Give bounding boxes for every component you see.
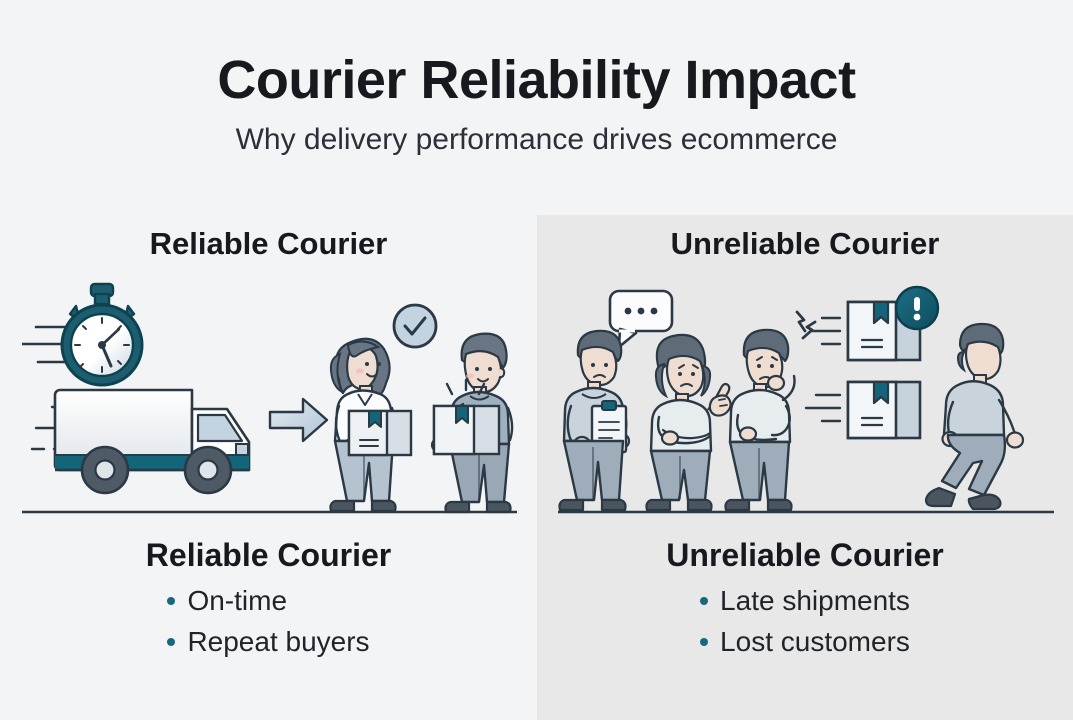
panel-heading-unreliable: Unreliable Courier <box>670 226 940 261</box>
check-circle-icon <box>392 303 438 349</box>
package-box-alert <box>810 285 940 362</box>
panel-heading-reliable: Reliable Courier <box>149 226 388 261</box>
page-subtitle: Why delivery performance drives ecommerc… <box>235 122 838 156</box>
bullet-dot-icon <box>700 597 709 606</box>
package-box-left <box>347 409 413 457</box>
list-item: On-time <box>167 581 369 622</box>
bullet-dot-icon <box>167 597 176 606</box>
bullet-list-reliable: On-time Repeat buyers <box>167 581 370 663</box>
package-box <box>804 380 922 440</box>
bullet-label: Lost customers <box>720 625 910 657</box>
person-with-clipboard <box>558 329 631 512</box>
bullet-dot-icon <box>700 637 709 646</box>
list-item: Late shipments <box>700 581 910 622</box>
header: Courier Reliability Impact Why delivery … <box>0 52 1073 156</box>
person-thinking <box>724 328 796 512</box>
illustration-unreliable <box>556 282 1054 520</box>
speech-bubble-icon <box>608 289 674 349</box>
footer-title-unreliable: Unreliable Courier <box>666 537 944 573</box>
person-handing-package <box>430 332 514 514</box>
person-receiving-package <box>329 337 413 513</box>
person-frustrated <box>645 333 732 512</box>
bullet-label: Late shipments <box>720 585 910 617</box>
anger-marks-icon <box>795 310 817 340</box>
footer-title-reliable: Reliable Courier <box>145 537 392 573</box>
bullet-dot-icon <box>167 637 176 646</box>
footer-unreliable: Unreliable Courier Late shipments Lost c… <box>537 536 1073 663</box>
bullet-label: On-time <box>187 585 288 617</box>
list-item: Repeat buyers <box>167 622 370 663</box>
right-arrow-icon <box>268 397 329 443</box>
illustration-reliable <box>20 282 522 520</box>
package-box-right <box>432 404 501 456</box>
sparkle-lines-icon <box>445 378 486 396</box>
footer-reliable: Reliable Courier On-time Repeat buyers <box>0 536 537 663</box>
stopwatch-icon <box>60 282 144 387</box>
bullet-list-unreliable: Late shipments Lost customers <box>700 581 910 662</box>
person-walking-away <box>924 322 1025 511</box>
delivery-truck-icon <box>53 388 251 495</box>
page-title: Courier Reliability Impact <box>217 50 856 110</box>
list-item: Lost customers <box>700 622 910 663</box>
bullet-label: Repeat buyers <box>187 625 370 657</box>
alert-badge-icon <box>894 285 940 331</box>
